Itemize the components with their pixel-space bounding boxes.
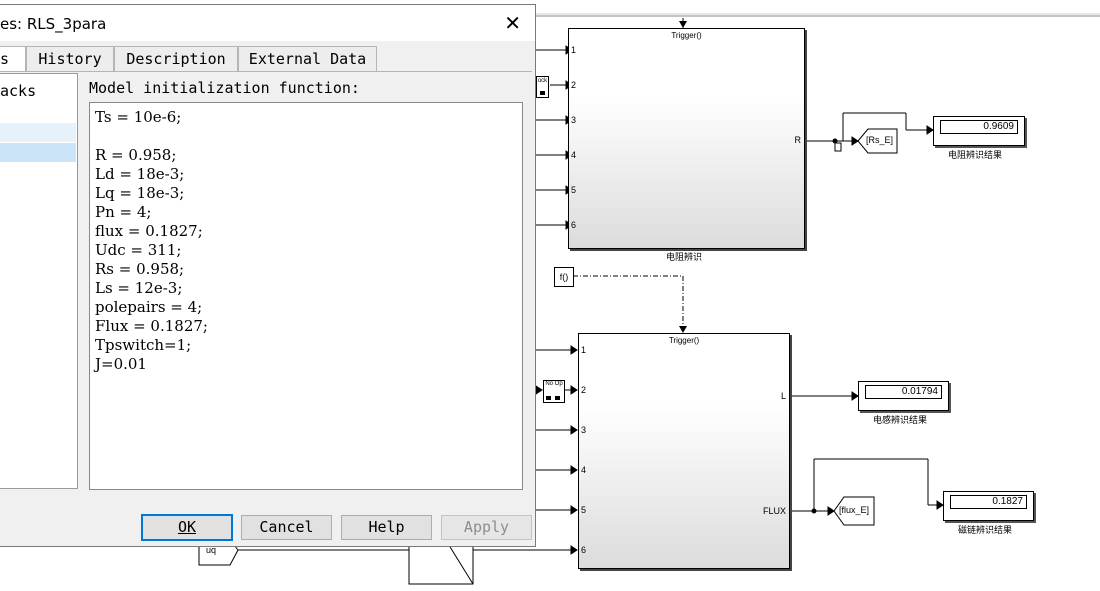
callback-list-item[interactable]: acks	[0, 82, 37, 100]
port-label: 2	[581, 385, 587, 395]
code-line: R = 0.958;	[95, 146, 177, 164]
port-label: 4	[571, 150, 577, 160]
cancel-button[interactable]: Cancel	[241, 515, 332, 540]
function-call-block[interactable]: f()	[554, 267, 574, 287]
port-label: 2	[571, 80, 577, 90]
code-line: Rs = 0.958;	[95, 260, 185, 278]
display-value: 0.01794	[865, 385, 942, 399]
port-label: 5	[571, 185, 577, 195]
flux-display-label: 磁链辨识结果	[958, 526, 1013, 536]
init-function-editor[interactable]: Ts = 10e-6; R = 0.958; Ld = 18e-3; Lq = …	[89, 102, 523, 490]
tab-divider	[0, 71, 532, 72]
flux-output-label: FLUX	[762, 506, 786, 516]
inductance-display[interactable]: 0.01794	[858, 381, 949, 411]
from-uq-label: uq	[206, 545, 217, 555]
cancel-button-label: Cancel	[259, 518, 314, 536]
model-init-function-label: Model initialization function:	[89, 79, 360, 97]
code-line: Ld = 18e-3;	[95, 165, 185, 183]
tab-external-data[interactable]: External Data	[238, 46, 377, 71]
ok-button[interactable]: OK	[141, 514, 233, 541]
mini-block-label: ock	[537, 78, 548, 84]
port-label: 1	[571, 45, 577, 55]
resistance-display-label: 电阻辨识结果	[948, 151, 1003, 161]
mini-block-2[interactable]: No Op	[543, 380, 565, 403]
dialog-title: es: RLS_3para	[0, 15, 107, 33]
goto-flux-e-label: [flux_E]	[839, 505, 870, 515]
callback-list-row-selected[interactable]	[0, 143, 76, 162]
goto-flux-e-block[interactable]	[833, 496, 875, 526]
port-label: 1	[581, 345, 587, 355]
dialog-titlebar[interactable]: es: RLS_3para ✕	[0, 5, 535, 41]
display-value: 0.1827	[950, 495, 1027, 509]
help-button-label: Help	[368, 518, 405, 536]
code-line: Tpswitch=1;	[95, 336, 192, 354]
port-label: 3	[581, 425, 587, 435]
close-icon[interactable]: ✕	[504, 11, 521, 35]
mini-block-1[interactable]: ock	[536, 76, 549, 98]
code-line: Ls = 12e-3;	[95, 279, 183, 297]
inductance-display-label: 电感辨识结果	[873, 416, 928, 426]
trigger-label: Trigger()	[668, 336, 700, 345]
display-value: 0.9609	[940, 120, 1018, 134]
code-line: flux = 0.1827;	[95, 222, 203, 240]
subsystem-name: 电阻辨识	[666, 253, 703, 263]
tab-callbacks[interactable]: s	[0, 46, 26, 72]
ok-button-label: OK	[177, 518, 197, 536]
flux-display[interactable]: 0.1827	[943, 491, 1034, 521]
code-line: Udc = 311;	[95, 241, 182, 259]
port-label: 3	[571, 115, 577, 125]
apply-button-label: Apply	[463, 518, 510, 536]
code-line: J=0.01	[95, 355, 147, 373]
code-line: polepairs = 4;	[95, 298, 203, 316]
code-line: Lq = 18e-3;	[95, 184, 185, 202]
apply-button[interactable]: Apply	[441, 515, 532, 540]
port-label: 6	[571, 220, 577, 230]
tab-history[interactable]: History	[26, 46, 114, 71]
r-output-label: R	[794, 135, 802, 145]
help-button[interactable]: Help	[341, 515, 432, 540]
callback-list-row[interactable]	[0, 123, 76, 142]
callback-list[interactable]: acks	[0, 73, 78, 489]
l-output-label: L	[780, 391, 786, 401]
code-line: Pn = 4;	[95, 203, 152, 221]
port-label: 6	[581, 545, 587, 555]
resistance-display[interactable]: 0.9609	[933, 116, 1025, 146]
code-line: Flux = 0.1827;	[95, 317, 208, 335]
port-label: 5	[581, 505, 587, 515]
mini-block-label: No Op	[545, 381, 563, 387]
rls-inductance-flux-subsystem[interactable]: Trigger() L FLUX	[578, 333, 790, 569]
code-line: Ts = 10e-6;	[95, 108, 182, 126]
goto-rs-e-block[interactable]	[857, 128, 898, 154]
trigger-label: Trigger()	[671, 31, 702, 40]
model-properties-dialog[interactable]: es: RLS_3para ✕ s History Description Ex…	[0, 4, 536, 547]
port-label: 4	[581, 465, 587, 475]
rls-resistance-subsystem[interactable]: Trigger() R	[568, 28, 805, 249]
tab-description[interactable]: Description	[114, 46, 238, 71]
goto-rs-e-label: [Rs_E]	[866, 135, 894, 145]
